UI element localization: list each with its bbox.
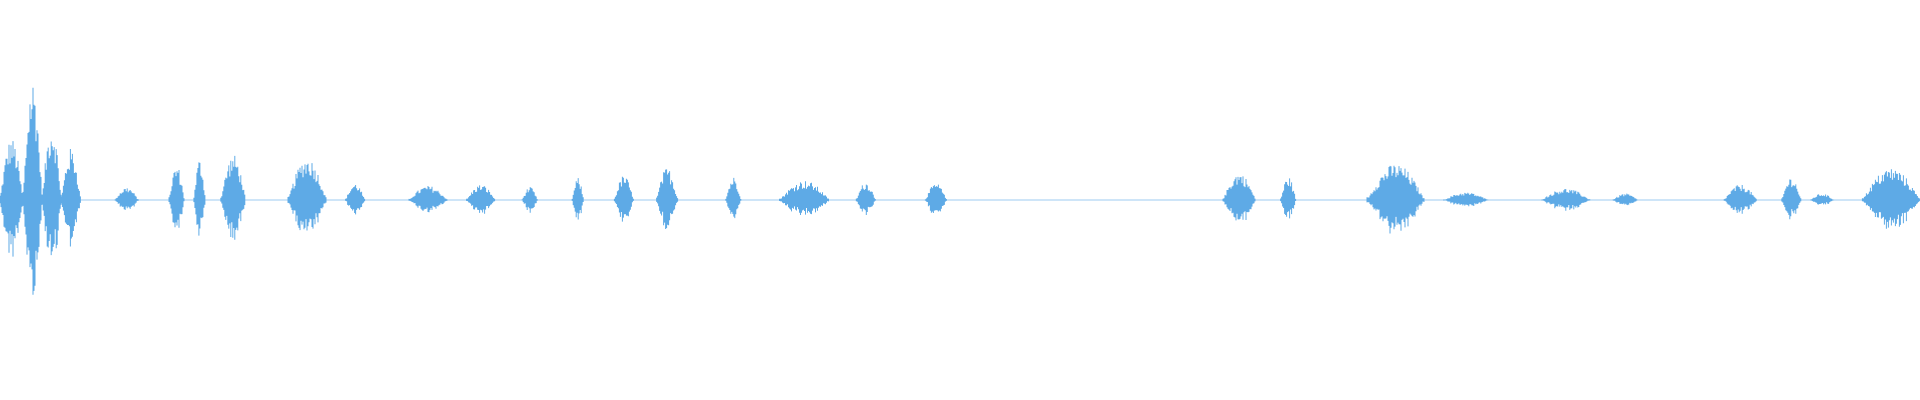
waveform-segment-7 bbox=[193, 162, 206, 236]
waveform-segment-30 bbox=[1861, 169, 1920, 229]
waveform-segment-21 bbox=[1222, 176, 1256, 221]
waveform-segment-12 bbox=[466, 185, 496, 214]
waveform-segment-15 bbox=[613, 176, 634, 222]
waveform-segment-6 bbox=[168, 170, 185, 228]
waveform-segment-28 bbox=[1781, 179, 1802, 220]
waveform-segment-29 bbox=[1810, 194, 1835, 205]
waveform-segment-17 bbox=[725, 177, 742, 219]
waveform-segment-26 bbox=[1612, 193, 1638, 206]
waveform-segment-20 bbox=[924, 184, 947, 213]
waveform-bars bbox=[0, 87, 1920, 295]
waveform-segment-23 bbox=[1366, 165, 1425, 234]
waveform-segment-2 bbox=[22, 87, 43, 295]
waveform-segment-27 bbox=[1723, 185, 1757, 214]
waveform-segment-11 bbox=[408, 186, 448, 213]
waveform-segment-14 bbox=[571, 178, 584, 220]
waveform-segment-24 bbox=[1443, 192, 1489, 207]
waveform-segment-10 bbox=[345, 185, 366, 215]
waveform-segment-5 bbox=[114, 188, 139, 210]
waveform-segment-19 bbox=[855, 184, 876, 215]
waveform-segment-1 bbox=[0, 141, 24, 257]
waveform-segment-8 bbox=[220, 155, 246, 240]
waveform-segment-22 bbox=[1280, 178, 1297, 219]
waveform-segment-18 bbox=[779, 181, 829, 215]
waveform-segment-3 bbox=[41, 141, 62, 256]
waveform-segment-25 bbox=[1541, 189, 1591, 211]
waveform-segment-16 bbox=[656, 169, 679, 229]
waveform-segment-13 bbox=[521, 187, 538, 213]
waveform-segment-4 bbox=[60, 149, 81, 247]
waveform-segment-9 bbox=[287, 163, 327, 231]
